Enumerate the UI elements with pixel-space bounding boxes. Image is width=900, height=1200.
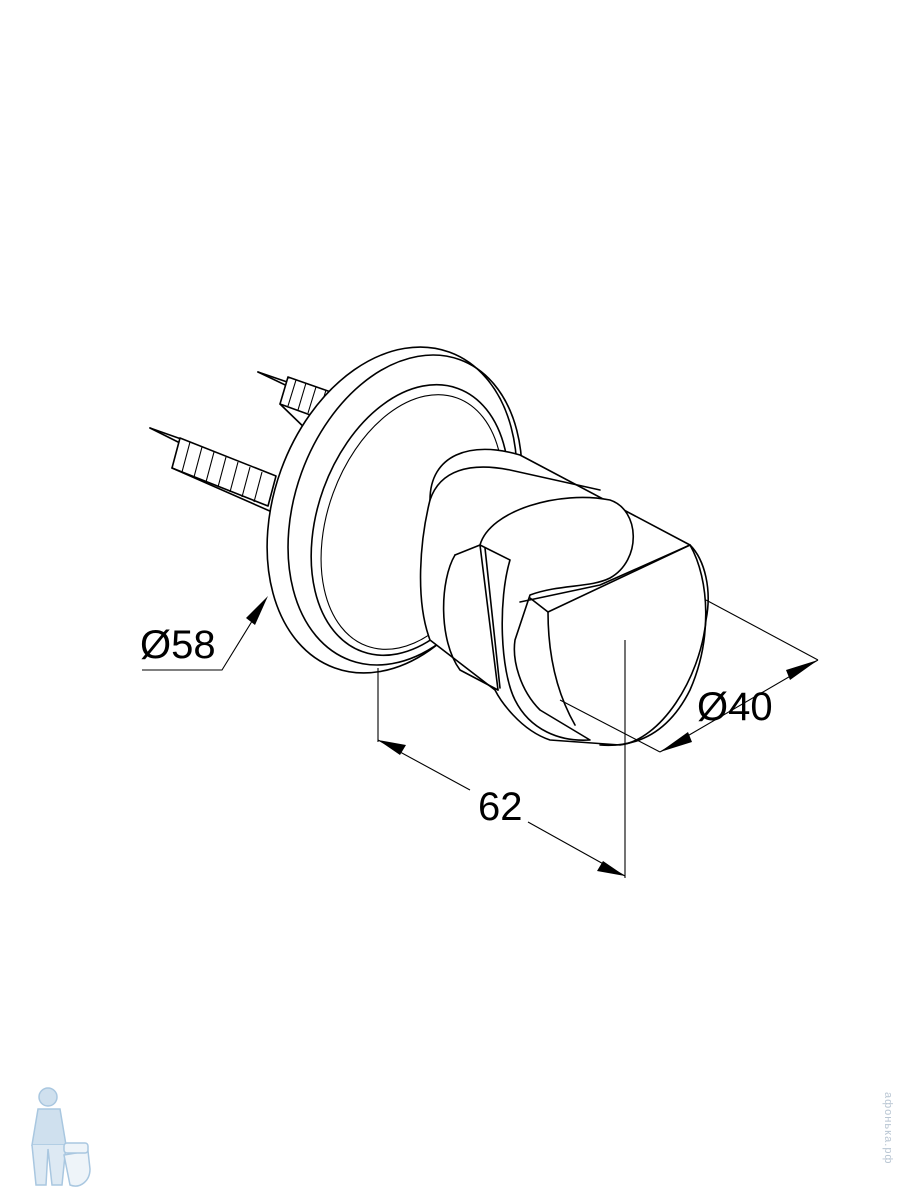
arrow-head-icon <box>786 660 818 680</box>
dimension-diameter-40: Ø40 <box>559 599 819 753</box>
dim-label-40: Ø40 <box>697 685 773 729</box>
arrow-head-icon <box>660 732 692 752</box>
holder-body <box>419 448 709 747</box>
arrow-head-icon <box>246 596 268 625</box>
watermark-text: афонька.рф <box>882 1092 894 1165</box>
arrow-head-icon <box>378 740 406 755</box>
lower-screw <box>149 427 277 513</box>
dim-label-58: Ø58 <box>140 623 216 667</box>
wall-anchors <box>149 371 349 513</box>
dimension-depth-62: 62 <box>377 640 626 878</box>
plumber-logo-icon <box>31 1087 91 1187</box>
arrow-head-icon <box>597 861 625 876</box>
dimension-diameter-58: Ø58 <box>140 596 268 671</box>
dim-label-62: 62 <box>478 785 523 829</box>
